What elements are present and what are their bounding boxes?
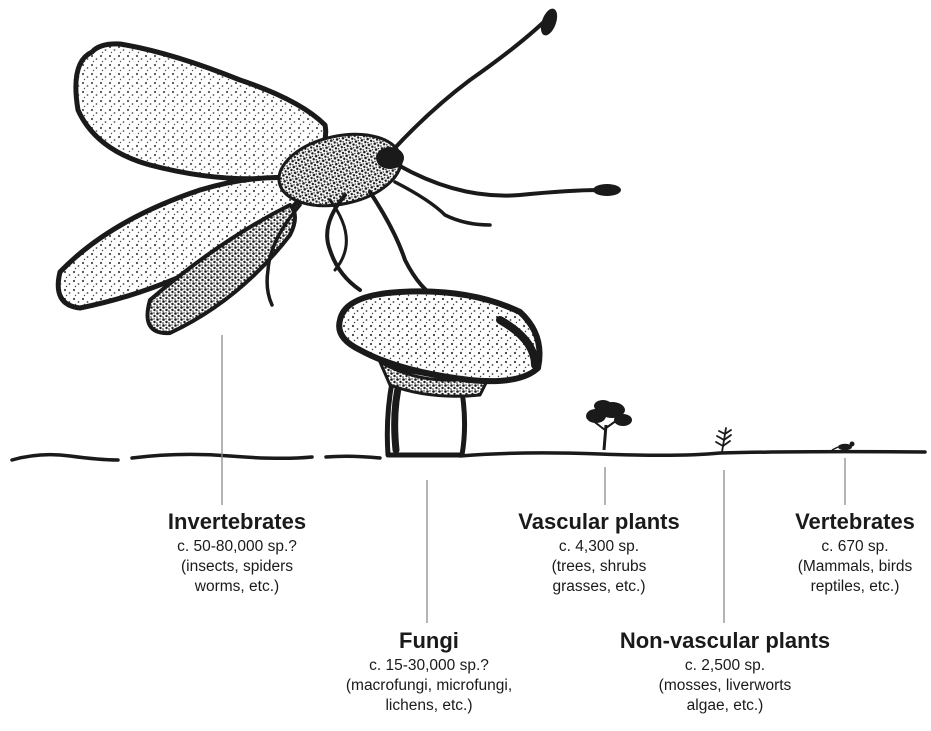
group-invertebrates: Invertebrates c. 50-80,000 sp.? (insects… [168,508,306,598]
examples-line: (mosses, liverworts [620,676,830,696]
species-count: c. 2,500 sp. [620,656,830,676]
species-count: c. 15-30,000 sp.? [346,656,512,676]
examples-line: grasses, etc.) [518,577,679,597]
species-count: c. 50-80,000 sp.? [168,537,306,557]
ground-line [12,452,925,460]
examples-line: (macrofungi, microfungi, [346,676,512,696]
species-count: c. 670 sp. [795,537,915,557]
group-vascular-plants: Vascular plants c. 4,300 sp. (trees, shr… [518,508,679,598]
examples-line: (insects, spiders [168,557,306,577]
small-animal-illustration [832,442,855,451]
moth-illustration [58,6,621,333]
species-count: c. 4,300 sp. [518,537,679,557]
tree-illustration [586,400,632,450]
examples-line: worms, etc.) [168,577,306,597]
group-name: Vascular plants [518,508,679,536]
group-name: Non-vascular plants [620,627,830,655]
group-name: Vertebrates [795,508,915,536]
examples-line: (trees, shrubs [518,557,679,577]
group-name: Fungi [346,627,512,655]
examples-line: reptiles, etc.) [795,577,915,597]
mushroom-illustration [339,291,539,455]
moss-sprig-illustration [716,428,731,452]
examples-line: (Mammals, birds [795,557,915,577]
examples-line: algae, etc.) [620,696,830,716]
group-name: Invertebrates [168,508,306,536]
group-vertebrates: Vertebrates c. 670 sp. (Mammals, birds r… [795,508,915,598]
group-fungi: Fungi c. 15-30,000 sp.? (macrofungi, mic… [346,627,512,717]
examples-line: lichens, etc.) [346,696,512,716]
group-non-vascular-plants: Non-vascular plants c. 2,500 sp. (mosses… [620,627,830,717]
